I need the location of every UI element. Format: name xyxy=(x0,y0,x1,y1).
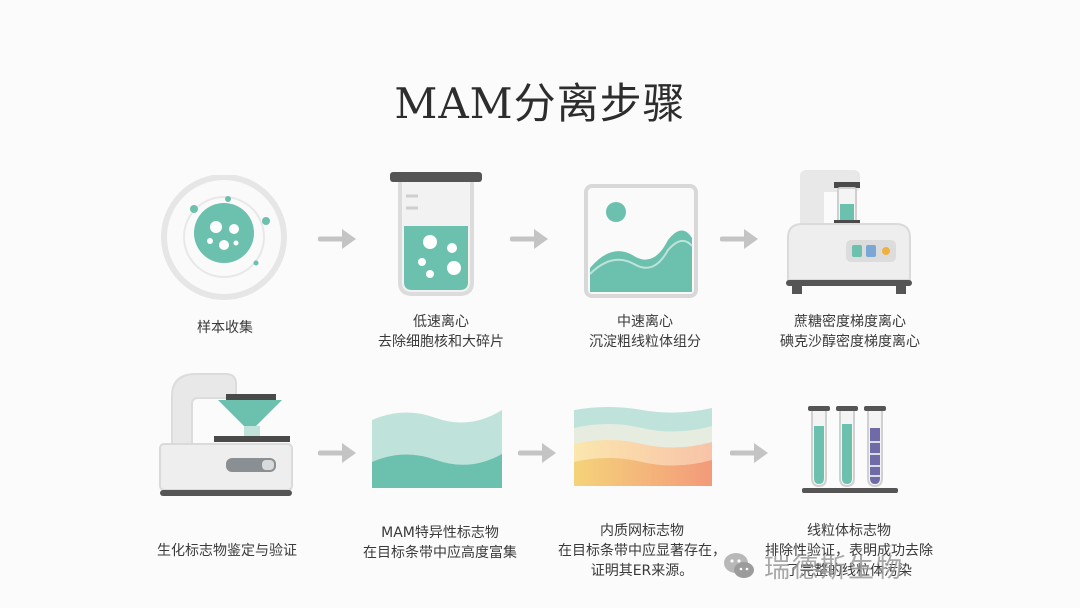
step-label-mito-marker: 线粒体标志物 排除性验证，表明成功去除 了完整的线粒体污染 xyxy=(765,523,933,579)
low-speed-beaker-illustration xyxy=(388,170,484,300)
wechat-icon xyxy=(724,553,754,578)
step-label-biochemical-validation: 生化标志物鉴定与验证 xyxy=(157,543,297,559)
arrow-right-icon xyxy=(509,226,552,256)
mam-band-illustration xyxy=(370,404,504,488)
watermark: 瑞德斯生物 xyxy=(722,546,1062,586)
sample-collection-illustration xyxy=(160,175,290,305)
arrow-right-icon xyxy=(517,440,560,470)
step-label-medium-speed: 中速离心 沉淀粗线粒体组分 xyxy=(589,314,701,350)
biochemical-instrument-illustration xyxy=(156,368,296,502)
step-label-low-speed: 低速离心 去除细胞核和大碎片 xyxy=(378,314,504,350)
er-band-layers-illustration xyxy=(572,404,714,490)
arrow-right-icon xyxy=(317,226,360,256)
arrow-right-icon xyxy=(317,440,360,470)
medium-speed-illustration xyxy=(582,182,700,300)
arrow-right-icon xyxy=(719,226,762,256)
step-label-density-gradient: 蔗糖密度梯度离心 碘克沙醇密度梯度离心 xyxy=(780,314,920,350)
centrifuge-machine-illustration xyxy=(782,168,916,300)
page-title: MAM分离步骤 xyxy=(394,79,686,128)
step-label-er-marker: 内质网标志物 在目标条带中应显著存在， 证明其ER来源。 xyxy=(558,523,726,579)
arrow-right-icon xyxy=(729,440,772,470)
test-tubes-illustration xyxy=(800,404,900,496)
watermark-text: 瑞德斯生物 xyxy=(764,553,905,584)
step-label-sample-collection: 样本收集 xyxy=(197,320,253,336)
step-label-mam-marker: MAM特异性标志物 在目标条带中应高度富集 xyxy=(363,525,517,561)
